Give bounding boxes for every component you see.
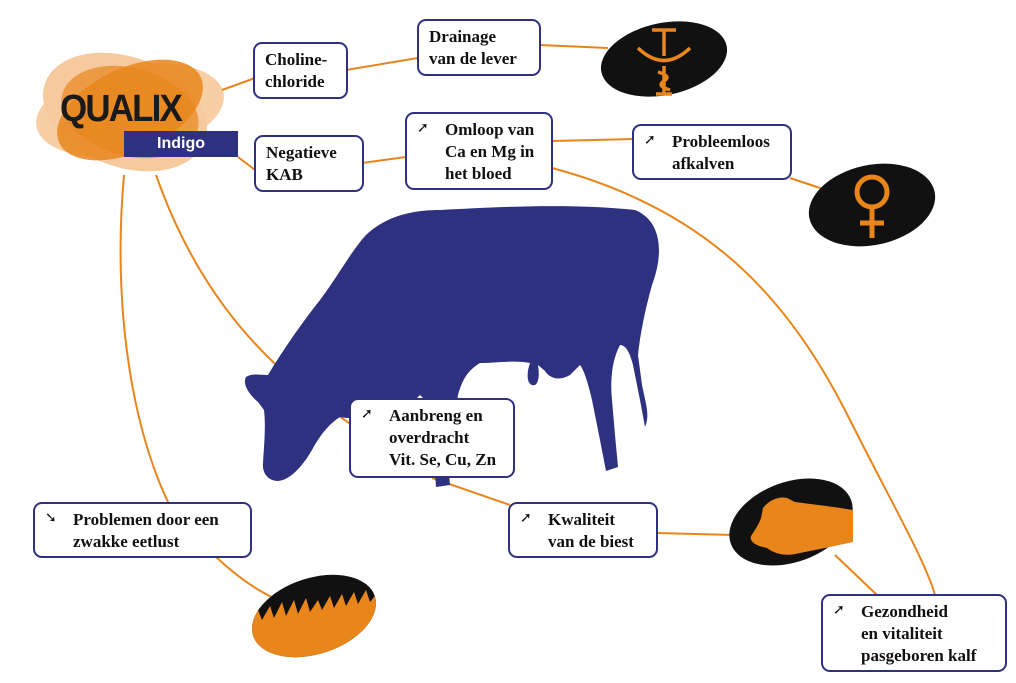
grass-icon [248, 574, 380, 662]
arrow-up-icon: ➚ [361, 406, 373, 422]
box-gezondheid-kalf: ➚ Gezondheid en vitaliteit pasgeboren ka… [821, 594, 1007, 672]
box-kwaliteit-biest-label: Kwaliteit van de biest [548, 510, 634, 551]
arrow-up-icon: ➚ [520, 510, 532, 526]
pharmacy-icon [600, 21, 728, 97]
logo-subtitle-bar: Indigo [124, 131, 238, 157]
box-drainage-lever: Drainage van de lever [417, 19, 541, 76]
box-probleemloos-afkalven: ➚ Probleemloos afkalven [632, 124, 792, 180]
box-cholinechloride: Choline- chloride [253, 42, 348, 99]
arrow-down-icon: ➘ [45, 510, 57, 526]
box-drainage-lever-label: Drainage van de lever [429, 27, 517, 68]
calf-icon [729, 478, 853, 566]
arrow-up-icon: ➚ [833, 602, 845, 618]
box-zwakke-eetlust: ➘ Problemen door een zwakke eetlust [33, 502, 252, 558]
box-aanbreng-overdracht-label: Aanbreng en overdracht Vit. Se, Cu, Zn [389, 406, 497, 469]
logo-name: QUALIX [60, 88, 183, 130]
box-negatieve-kab: Negatieve KAB [254, 135, 364, 192]
box-probleemloos-afkalven-label: Probleemloos afkalven [672, 132, 770, 173]
box-negatieve-kab-label: Negatieve KAB [266, 143, 337, 184]
box-aanbreng-overdracht: ➚ Aanbreng en overdracht Vit. Se, Cu, Zn [349, 398, 515, 478]
box-omloop-ca-mg-label: Omloop van Ca en Mg in het bloed [445, 120, 535, 183]
arrow-up-icon: ➚ [644, 132, 656, 148]
box-kwaliteit-biest: ➚ Kwaliteit van de biest [508, 502, 658, 558]
cow-silhouette [244, 206, 659, 488]
box-zwakke-eetlust-label: Problemen door een zwakke eetlust [73, 510, 219, 551]
box-cholinechloride-label: Choline- chloride [265, 50, 328, 91]
arrow-up-icon: ➚ [417, 120, 429, 136]
box-gezondheid-kalf-label: Gezondheid en vitaliteit pasgeboren kalf [861, 602, 977, 665]
logo-subtitle: Indigo [157, 135, 205, 152]
female-symbol-icon [808, 163, 936, 247]
box-omloop-ca-mg: ➚ Omloop van Ca en Mg in het bloed [405, 112, 553, 190]
